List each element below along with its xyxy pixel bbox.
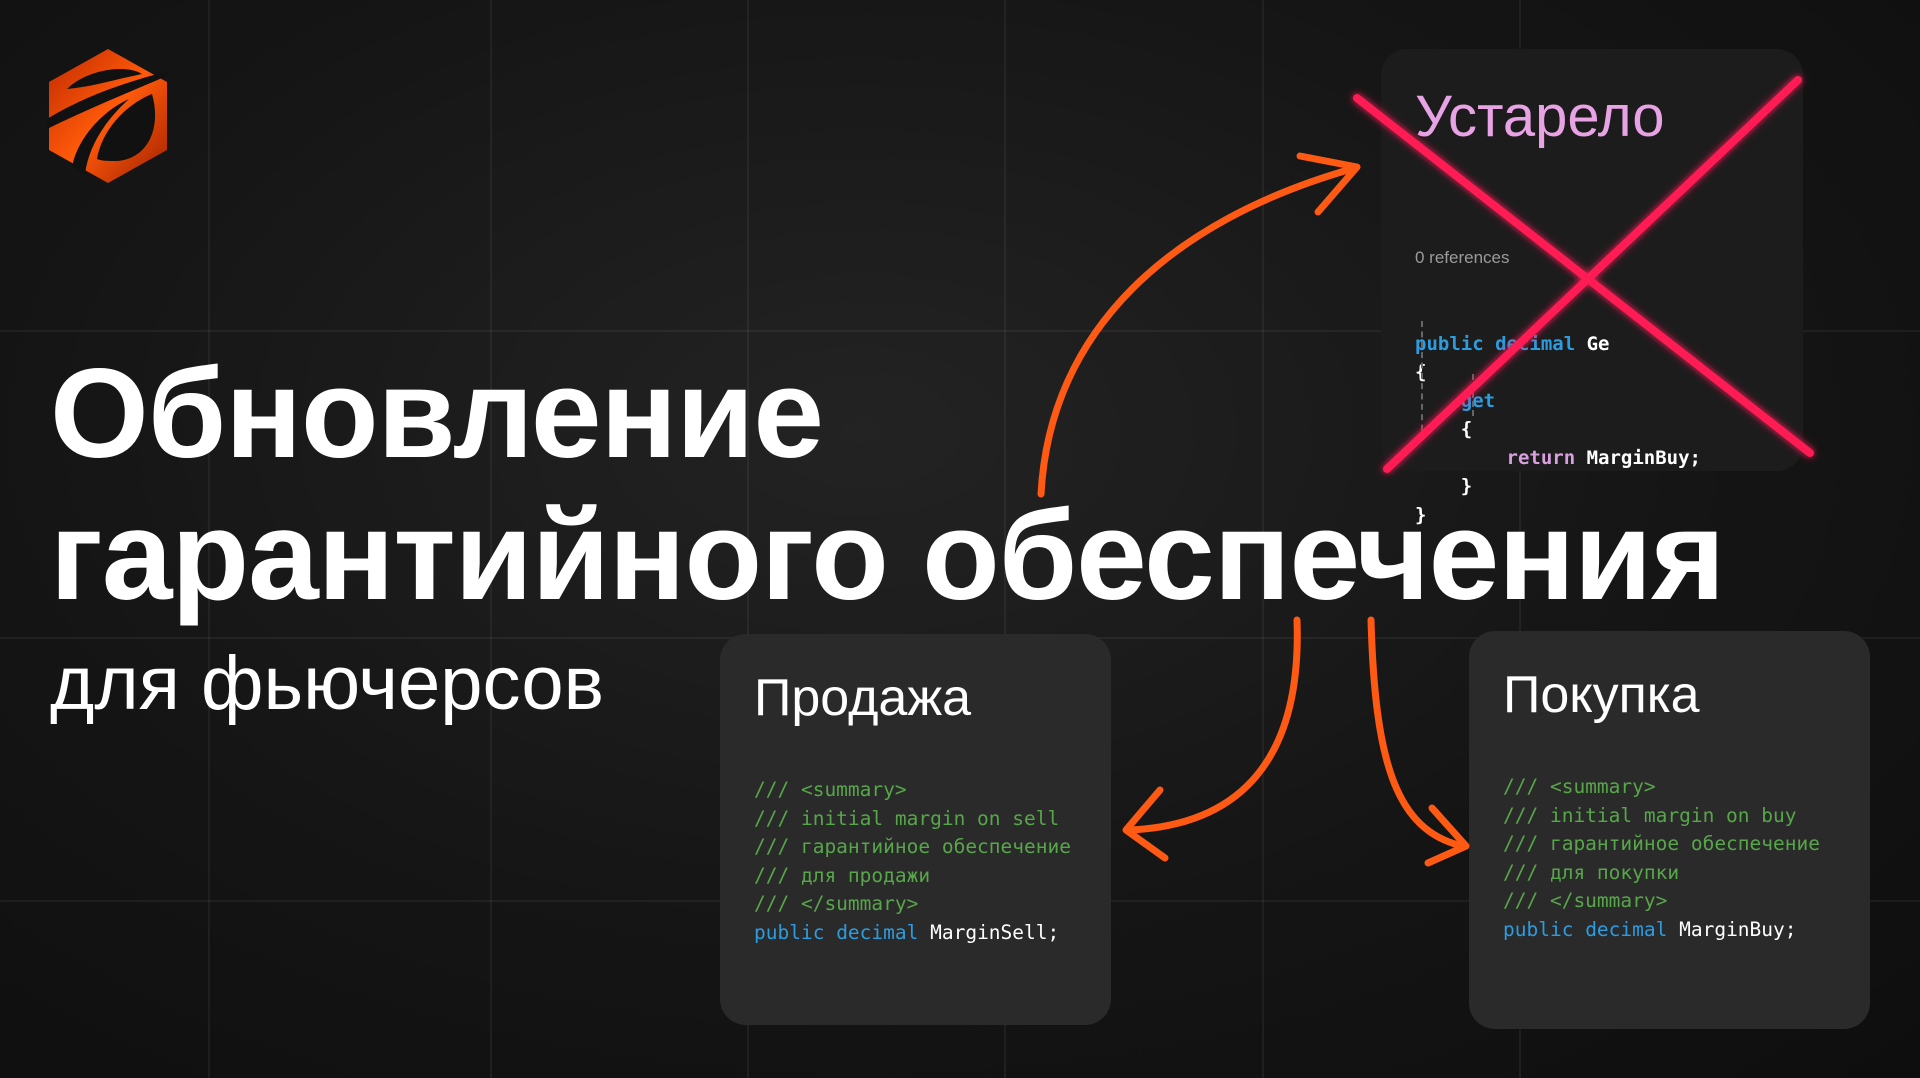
code-line: /// для покупки — [1503, 859, 1820, 888]
code-line: { — [1415, 415, 1701, 444]
arrow-to-buy-icon — [1367, 616, 1470, 867]
code-line: { — [1415, 358, 1701, 387]
code-line: public decimal MarginSell; — [754, 919, 1071, 948]
code-token: decimal — [836, 920, 931, 944]
grid-line — [1004, 0, 1006, 1078]
code-token: public — [1415, 332, 1496, 355]
code-token: /// <summary> — [1503, 775, 1656, 798]
buy-card-title: Покупка — [1503, 666, 1700, 724]
outdated-card: Устарело 0 references public decimal Ge{… — [1381, 49, 1803, 526]
grid-line — [1519, 0, 1521, 1078]
code-token: /// initial margin on sell — [754, 806, 1060, 830]
code-line: /// <summary> — [754, 776, 1071, 805]
code-line: public decimal Ge — [1415, 330, 1701, 359]
sell-card-title: Продажа — [754, 669, 972, 727]
code-token: public — [754, 920, 837, 944]
code-line: /// </summary> — [754, 890, 1071, 919]
grid-line — [490, 0, 492, 1078]
code-token: get — [1415, 389, 1496, 412]
headline-line-2: гарантийного обеспечения — [50, 484, 1725, 626]
code-token: /// гарантийное обеспечение — [1503, 832, 1820, 855]
code-token: MarginSell; — [930, 920, 1060, 944]
subtitle: для фьючерсов — [50, 641, 605, 726]
buy-code-block: /// <summary> /// initial margin on buy //… — [1503, 773, 1820, 944]
code-token: /// для покупки — [1503, 860, 1680, 884]
code-token: /// </summary> — [754, 892, 919, 915]
code-token: decimal — [1495, 332, 1587, 355]
grid-line — [208, 0, 210, 1078]
indent-guide — [1421, 321, 1423, 441]
code-line: } — [1415, 501, 1701, 530]
grid-line — [747, 0, 749, 1078]
code-line: /// </summary> — [1503, 887, 1820, 916]
indent-guide — [1472, 374, 1474, 416]
outdated-code-block: 0 references public decimal Ge{ get { re… — [1415, 187, 1701, 586]
arrow-to-sell-icon — [1122, 616, 1301, 862]
code-line: public decimal MarginBuy; — [1503, 916, 1820, 945]
code-token: MarginBuy; — [1586, 446, 1701, 469]
code-token: public — [1503, 917, 1586, 941]
code-line: /// <summary> — [1503, 773, 1820, 802]
code-line: /// initial margin on sell — [754, 805, 1071, 834]
headline-line-1: Обновление — [50, 342, 824, 484]
outdated-card-title: Устарело — [1415, 84, 1665, 149]
code-token: Ge — [1586, 332, 1610, 355]
grid-line — [0, 330, 1920, 332]
sell-code-block: /// <summary> /// initial margin on sell /… — [754, 776, 1071, 947]
code-token: /// <summary> — [754, 778, 907, 801]
code-line: /// initial margin on buy — [1503, 802, 1820, 831]
code-token: } — [1415, 475, 1473, 497]
code-token: } — [1415, 503, 1427, 526]
grid-line — [1262, 0, 1264, 1078]
buy-card: Покупка /// <summary> /// initial margin … — [1469, 631, 1870, 1029]
code-line: /// для продажи — [754, 862, 1071, 891]
arrow-to-outdated-icon — [1037, 152, 1361, 498]
code-token: decimal — [1585, 917, 1680, 941]
code-line: return MarginBuy; — [1415, 444, 1701, 473]
code-token: /// </summary> — [1503, 889, 1668, 912]
code-line: /// гарантийное обеспечение — [1503, 830, 1820, 859]
code-token: /// для продажи — [754, 863, 931, 887]
code-line: /// гарантийное обеспечение — [754, 833, 1071, 862]
code-token: return — [1415, 446, 1587, 469]
code-line: } — [1415, 472, 1701, 501]
code-token: /// initial margin on buy — [1503, 803, 1797, 827]
references-count: 0 references — [1415, 248, 1510, 267]
sell-card: Продажа /// <summary> /// initial margin … — [720, 634, 1111, 1025]
code-line: get — [1415, 387, 1701, 416]
code-token: /// гарантийное обеспечение — [754, 835, 1071, 858]
logo-icon — [47, 49, 169, 183]
code-token: { — [1415, 418, 1473, 440]
code-token: MarginBuy; — [1679, 917, 1797, 941]
